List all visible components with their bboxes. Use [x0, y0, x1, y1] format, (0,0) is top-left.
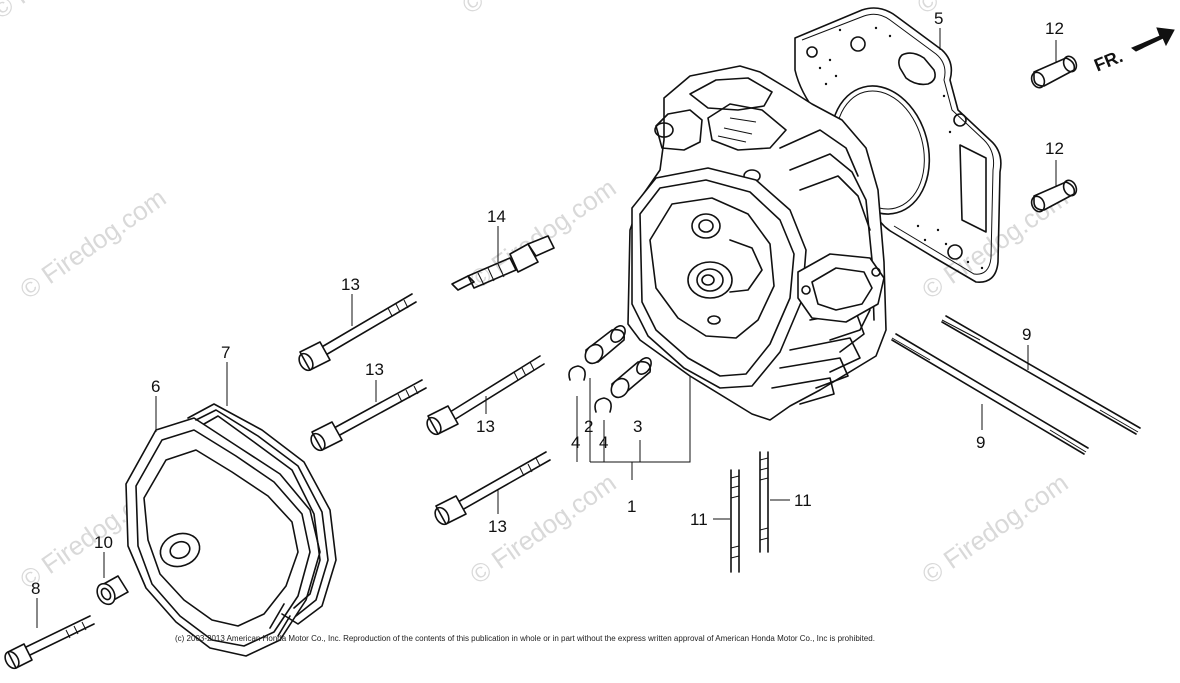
callout-10: 10 — [94, 533, 113, 552]
callout-13-bottom: 13 — [488, 517, 507, 536]
flange-bolt-bottom — [434, 451, 551, 526]
short-stud-left — [730, 469, 740, 573]
watermark: © Firedog.com — [0, 0, 143, 25]
valve-guide-clip-2 — [594, 397, 612, 413]
watermark: © Firedog.com — [916, 467, 1073, 590]
callout-3: 3 — [633, 417, 642, 436]
callout-13-middle: 13 — [365, 360, 384, 379]
callout-12-lower: 12 — [1045, 139, 1064, 158]
callout-5: 5 — [934, 9, 943, 28]
watermark: © Firedog.com — [456, 0, 613, 20]
dowel-pin-upper — [1030, 55, 1078, 89]
flange-bolt-top — [298, 293, 417, 372]
washer — [96, 575, 129, 606]
callout-2: 2 — [584, 417, 593, 436]
callout-6: 6 — [151, 377, 160, 396]
stud-bolt-long-upper — [941, 315, 1141, 435]
flange-bolt-right — [426, 355, 545, 436]
callout-4-right: 4 — [599, 433, 608, 452]
front-direction-indicator: FR. — [1091, 27, 1175, 75]
head-cover-gasket — [187, 403, 337, 637]
cylinder-head — [627, 65, 887, 421]
stud-bolt-long-lower — [891, 333, 1089, 455]
leader-lines — [36, 28, 1057, 628]
watermark: © Firedog.com — [464, 172, 621, 295]
callout-13-top: 13 — [341, 275, 360, 294]
callout-9-upper: 9 — [1022, 325, 1031, 344]
head-cover-bolt — [4, 615, 95, 670]
watermark: © Firedog.com — [14, 182, 171, 305]
short-stud-right — [759, 451, 769, 553]
copyright-notice: (c) 2003-2013 American Honda Motor Co., … — [175, 634, 875, 643]
callout-8: 8 — [31, 579, 40, 598]
front-arrow-icon — [1131, 27, 1175, 52]
callout-4-left: 4 — [571, 433, 580, 452]
callouts: 12 12 5 9 9 14 13 13 13 13 7 6 10 8 2 3 … — [31, 9, 1064, 598]
callout-1: 1 — [627, 497, 636, 516]
valve-guide-clip-1 — [568, 365, 586, 381]
spark-plug — [451, 235, 555, 291]
valve-guide-exhaust — [610, 357, 652, 399]
callout-11-right: 11 — [794, 491, 812, 510]
callout-12-upper: 12 — [1045, 19, 1064, 38]
flange-bolt-middle — [310, 379, 427, 452]
callout-14: 14 — [487, 207, 506, 226]
callout-9-lower: 9 — [976, 433, 985, 452]
callout-11-left: 11 — [690, 510, 708, 529]
callout-13-right: 13 — [476, 417, 495, 436]
valve-guide-intake — [584, 325, 626, 365]
head-cover — [125, 417, 321, 657]
dowel-pin-lower — [1030, 179, 1078, 213]
callout-7: 7 — [221, 343, 230, 362]
front-label: FR. — [1091, 46, 1125, 75]
